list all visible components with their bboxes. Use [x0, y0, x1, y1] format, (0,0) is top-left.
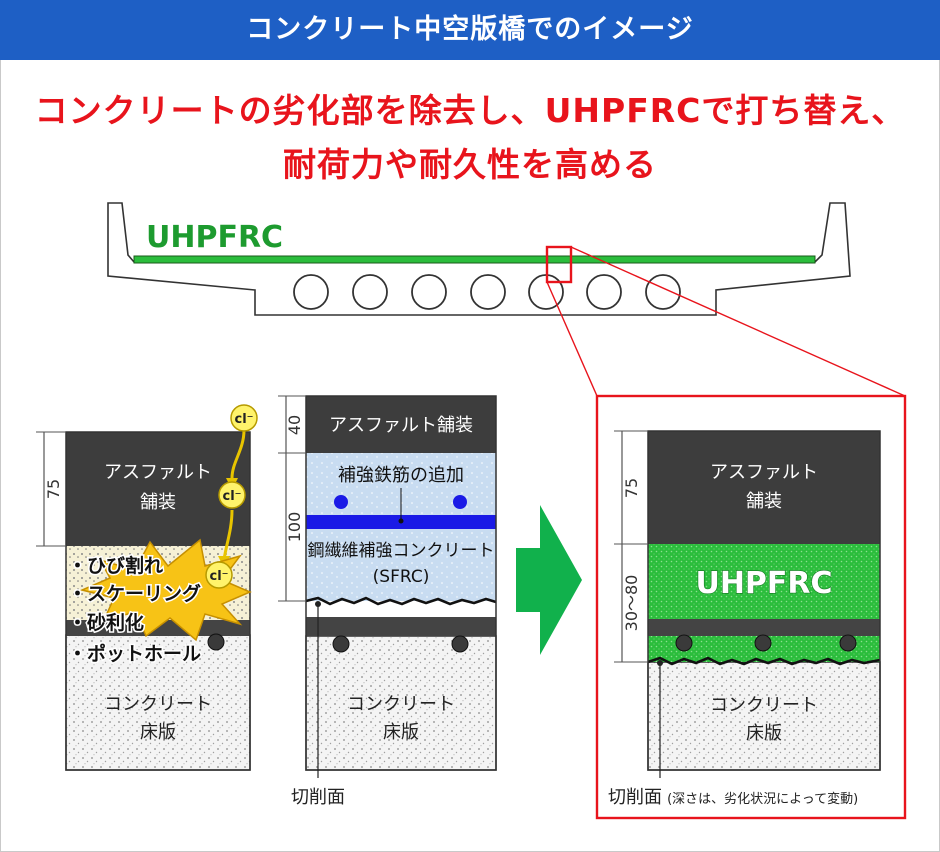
chloride-icon [218, 481, 246, 509]
big-arrow [516, 505, 582, 655]
rebar-dot [332, 635, 350, 653]
rebar-dot [839, 634, 857, 652]
left-slab [65, 634, 251, 771]
chloride-label: cl⁻ [222, 489, 241, 504]
chloride-icon [230, 404, 258, 432]
right-dim-uhpfrc: 30～80 [622, 575, 641, 632]
mid-asphalt [306, 396, 496, 453]
left-rebar-band [66, 620, 250, 636]
headline-line-1: コンクリートの劣化部を除去し、UHPFRCで打ち替え、 [34, 91, 906, 130]
chloride-label: cl⁻ [234, 412, 253, 427]
right-old-rebar-band [648, 619, 880, 636]
void [293, 274, 329, 310]
mid-slab-label: 床版 [383, 722, 419, 743]
left-asphalt-label: 舗装 [140, 492, 176, 513]
mid-rebar-label: 補強鉄筋の追加 [338, 465, 464, 486]
bridge-uhpfrc-layer [133, 255, 816, 264]
rebar-dot [754, 634, 772, 652]
damage-item: ・砂利化 [68, 611, 144, 634]
left-dim-asphalt: 75 [44, 479, 63, 499]
right-slab [647, 661, 881, 771]
mid-slab-label: コンクリート [347, 694, 455, 715]
zoom-box [545, 245, 573, 284]
rebar-dot [334, 495, 348, 509]
zoom-line [570, 246, 906, 397]
mid-outline [305, 395, 497, 771]
left-slab-label: 床版 [140, 722, 176, 743]
mid-dim-top: 40 [285, 415, 304, 435]
chloride-path [230, 429, 246, 479]
left-panel: アスファルト 舗装 75 cl⁻ cl⁻ cl⁻ ・ひび割れ ・スケーリング ・… [36, 404, 258, 771]
cut-pointer-dot [657, 660, 663, 666]
right-cut-note: (深さは、劣化状況によって変動) [667, 791, 858, 807]
right-cut-surface [647, 656, 881, 666]
void [586, 274, 622, 310]
void [352, 274, 388, 310]
left-asphalt [66, 432, 250, 546]
zoom-line [546, 281, 598, 397]
mid-dim-mid: 100 [285, 512, 304, 543]
damage-item: ・スケーリング [68, 582, 201, 605]
mid-cut-surface [305, 596, 497, 606]
damage-item: ・ひび割れ [68, 554, 163, 577]
bridge-cross-section: UHPFRC [107, 202, 906, 397]
rebar-dot [451, 635, 469, 653]
mid-cut-label: 切削面 [291, 787, 345, 808]
cut-pointer-dot [315, 601, 321, 607]
rebar-pointer-dot [398, 518, 404, 524]
damage-burst [79, 538, 252, 642]
right-uhpfrc-label: UHPFRC [695, 566, 832, 601]
right-cut-label-main: 切削面 [608, 787, 662, 808]
void [645, 274, 681, 310]
mid-asphalt-label: アスファルト舗装 [329, 415, 473, 436]
void [470, 274, 506, 310]
mid-sfrc-label: (SFRC) [373, 567, 430, 587]
right-panel: アスファルト 舗装 UHPFRC コンクリート 床版 75 30～80 切削面 … [595, 394, 907, 820]
left-asphalt-label: アスファルト [104, 462, 212, 483]
right-dim-asphalt: 75 [622, 478, 641, 498]
mid-slab [305, 635, 497, 771]
rebar-dot [207, 633, 225, 651]
rebar-dot [453, 495, 467, 509]
rebar-dot [675, 634, 693, 652]
right-asphalt [648, 431, 880, 544]
right-slab-label: コンクリート [710, 695, 818, 716]
left-slab-label: コンクリート [104, 694, 212, 715]
mid-sfrc-label: 鋼繊維補強コンクリート [308, 541, 495, 561]
hollow-voids [293, 274, 681, 310]
damage-list: ・ひび割れ ・スケーリング ・砂利化 ・ポットホール [67, 553, 203, 667]
headline-line-2: 耐荷力や耐久性を高める [283, 145, 657, 184]
right-cut-label: 切削面 (深さは、劣化状況によって変動) [608, 787, 858, 808]
middle-panel: アスファルト舗装 補強鉄筋の追加 鋼繊維補強コンクリート (SFRC) コンクリ… [278, 395, 497, 808]
page-title: コンクリート中空版橋でのイメージ [246, 14, 694, 45]
header-bar: コンクリート中空版橋でのイメージ [0, 0, 940, 60]
chloride-label: cl⁻ [209, 569, 228, 584]
damage-item: ・ポットホール [68, 642, 201, 665]
right-asphalt-label: アスファルト [710, 462, 818, 483]
right-outline [647, 430, 881, 771]
mid-old-rebar-band [306, 617, 496, 636]
chloride-icon [205, 561, 233, 589]
void [411, 274, 447, 310]
right-slab-label: 床版 [746, 723, 782, 744]
bridge-uhpfrc-label: UHPFRC [146, 220, 283, 255]
left-outline [65, 431, 251, 771]
right-asphalt-label: 舗装 [746, 491, 782, 512]
